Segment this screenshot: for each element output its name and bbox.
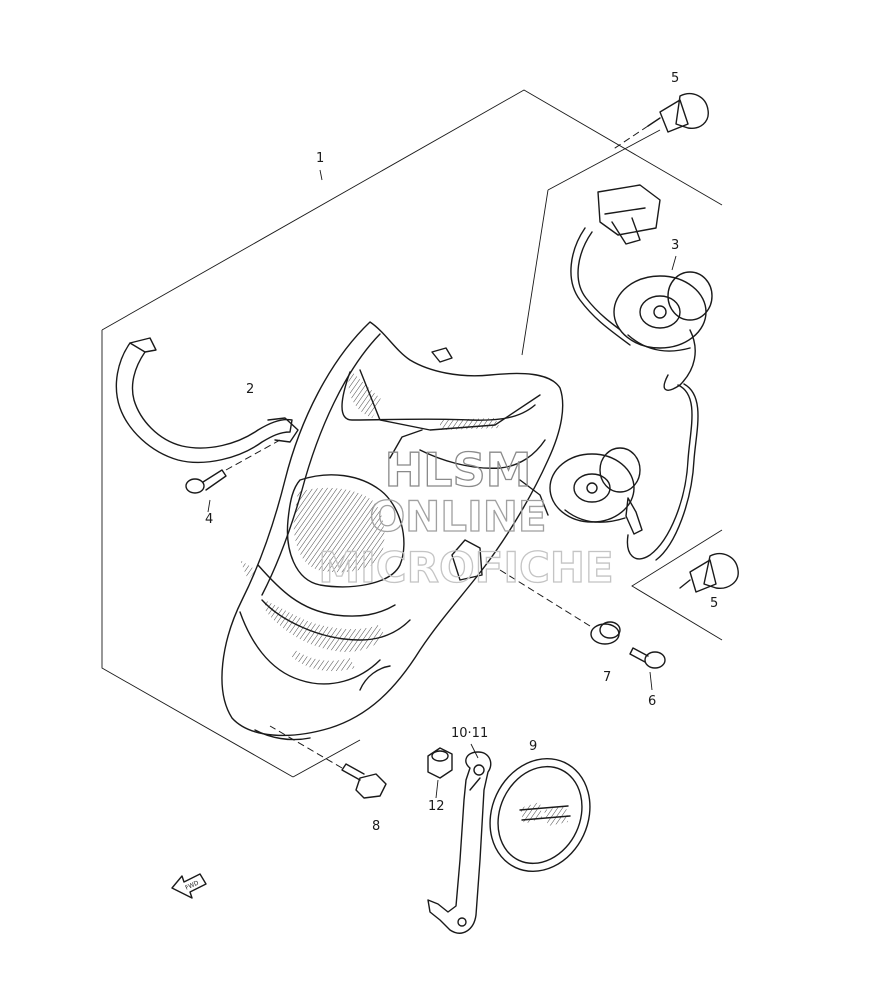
callout-5-lower: 5: [710, 596, 718, 611]
watermark-line-1: HLSM: [385, 443, 532, 497]
screw-part-6: [629, 647, 666, 669]
assembly-outline: [101, 89, 723, 778]
callout-3: 3: [671, 238, 679, 253]
callout-2: 2: [246, 382, 254, 397]
bulb-socket-harness: [549, 184, 713, 561]
forward-arrow-icon: FWD: [171, 873, 207, 899]
grommet-part-7: [499, 569, 621, 645]
callout-7: 7: [603, 670, 611, 685]
leader-lines: [207, 169, 677, 799]
nut-part-12: [427, 747, 453, 779]
callout-1: 1: [316, 151, 324, 166]
headlamp-housing: [221, 321, 564, 741]
watermark-line-2: ONLINE: [369, 492, 546, 541]
reflector-part-9: [489, 757, 591, 873]
callout-8: 8: [372, 819, 380, 834]
watermark-line-3: MICROFICHE: [318, 543, 613, 592]
callout-6: 6: [648, 694, 656, 709]
callout-5-upper: 5: [671, 71, 679, 86]
bracket-part-10-11: [427, 751, 492, 934]
cover-arm-part: [115, 337, 299, 464]
callout-4: 4: [205, 512, 213, 527]
callout-10-11: 10·11: [451, 726, 488, 741]
bulb-part-5-lower: [679, 552, 739, 593]
callout-9: 9: [529, 739, 537, 754]
bolt-part-8: [269, 725, 387, 799]
screw-part-4: [185, 439, 281, 494]
watermark: HLSM ONLINE MICROFICHE: [318, 442, 615, 592]
callout-12: 12: [428, 799, 445, 814]
bulb-part-5-upper: [611, 92, 709, 151]
